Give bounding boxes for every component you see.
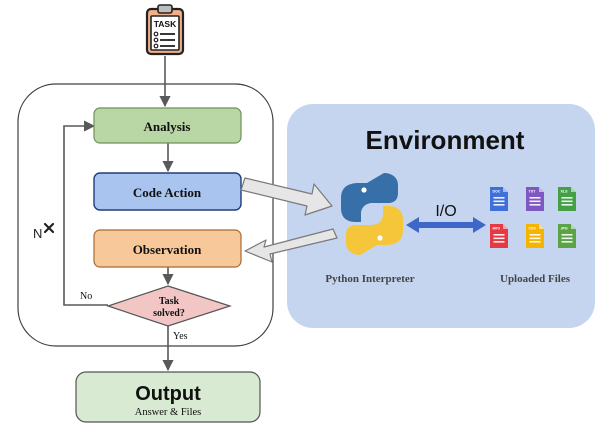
environment-panel <box>287 104 595 328</box>
jpg-file-icon: JPG <box>558 224 576 248</box>
svg-text:DOC: DOC <box>493 190 501 194</box>
xls-file-icon: XLS <box>558 187 576 211</box>
csv-file-icon: CSV <box>526 224 544 248</box>
decision-diamond <box>106 285 232 327</box>
python-interpreter-label: Python Interpreter <box>325 273 414 285</box>
decision-label-line2: solved? <box>153 308 185 319</box>
observation-box <box>93 229 242 268</box>
io-double-arrow <box>406 217 486 233</box>
txt-file-icon: TXT <box>526 187 544 211</box>
environment-title: Environment <box>366 125 525 155</box>
output-subtitle: Answer & Files <box>135 407 202 418</box>
loop-count-label: N <box>33 226 42 241</box>
svg-text:CSV: CSV <box>529 227 537 231</box>
python-logo-icon <box>341 173 403 255</box>
code-action-label: Code Action <box>133 185 202 200</box>
arrow-code-to-python <box>240 177 333 216</box>
uploaded-file-icons: DOC TXT XLS MP3 CSV JPG <box>490 187 576 248</box>
output-title: Output <box>135 383 201 405</box>
output-box <box>75 371 261 423</box>
mp3-file-icon: MP3 <box>490 224 508 248</box>
arrow-python-to-observation <box>244 228 338 263</box>
agent-loop-container <box>17 83 274 347</box>
svg-text:XLS: XLS <box>561 190 569 194</box>
analysis-box <box>93 107 242 144</box>
svg-text:TXT: TXT <box>529 190 537 194</box>
code-action-box <box>93 172 242 211</box>
observation-label: Observation <box>133 242 202 257</box>
task-label: TASK <box>154 19 177 29</box>
decision-label-line1: Task <box>159 296 180 307</box>
analysis-label: Analysis <box>144 119 191 134</box>
doc-file-icon: DOC <box>490 187 508 211</box>
io-label: I/O <box>435 203 456 220</box>
arrow-loop-back <box>63 120 108 306</box>
task-clipboard-icon: TASK <box>145 4 185 56</box>
no-label: No <box>80 291 92 302</box>
cross-icon <box>43 222 55 234</box>
svg-text:JPG: JPG <box>561 227 568 231</box>
svg-text:MP3: MP3 <box>493 227 500 231</box>
uploaded-files-label: Uploaded Files <box>500 273 571 285</box>
yes-label: Yes <box>173 331 188 342</box>
